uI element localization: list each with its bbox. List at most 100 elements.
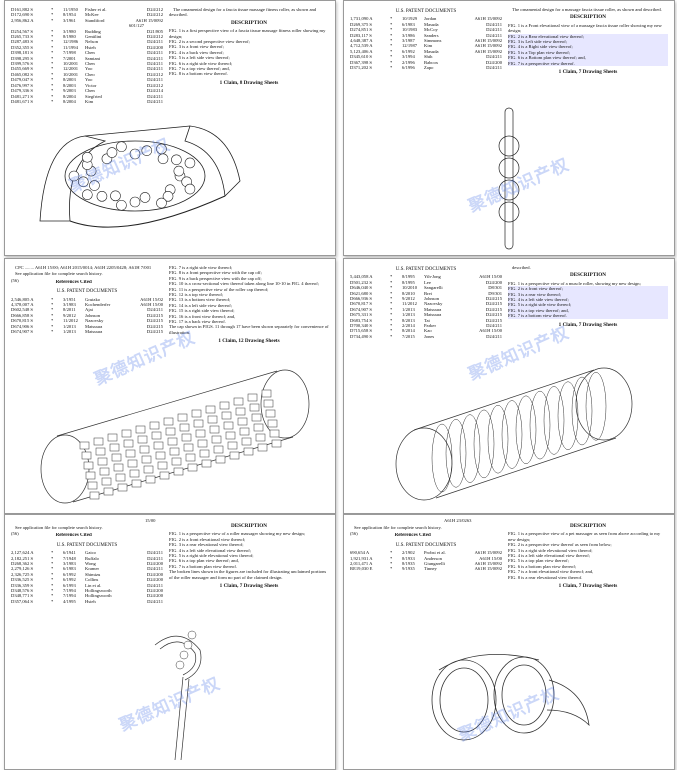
description-heading: DESCRIPTION <box>569 523 607 529</box>
figure-description: FIG. 16 is a front view thereof; and, <box>169 313 236 319</box>
patent-page-2: U.S. PATENT DOCUMENTS 1,731,090 A*10/192… <box>343 0 675 256</box>
figure-description: FIG. 5 is a Top plan view thereof; <box>508 49 668 56</box>
figure-description: FIG. 1 is a perspective view of a pet ma… <box>508 531 661 542</box>
figure-description: FIG. 4 is a back view thereof; <box>169 49 224 55</box>
figure-description: FIG. 5 is a top plan view thereof; <box>508 558 569 564</box>
intro-text: The ornamental design for a massage fasc… <box>512 7 662 12</box>
pet-massager-drawing <box>431 653 590 741</box>
intro-text: The ornamental design for a fascia tissu… <box>169 7 317 18</box>
section-heading: U.S. PATENT DOCUMENTS <box>395 9 457 14</box>
description-heading: DESCRIPTION <box>569 272 607 279</box>
section-number: (56) <box>11 531 19 537</box>
figure-description: FIG. 9 is a back perspective view with t… <box>169 275 262 281</box>
figure-description: FIG. 7 is a right side view thereof; <box>169 265 233 270</box>
figure-description: FIG. 4 is a left side elevational view t… <box>169 547 252 553</box>
figure-description: FIG. 3 is a right side elevational view … <box>508 547 593 553</box>
figure-description: FIG. 2 is a second perspective view ther… <box>169 39 250 45</box>
description-column: described. DESCRIPTION FIG. 1 is a persp… <box>508 265 668 328</box>
figure-description: FIG. 17 is a back view thereof. <box>169 319 226 325</box>
figure-description: FIG. 6 is a top plan view thereof; and, <box>169 558 239 564</box>
figure-description: The broken lines shown in the figures ar… <box>169 569 327 580</box>
figure-description: FIG. 7 is a top view thereof; and, <box>169 66 230 72</box>
figure-description: FIG. 5 is a right side elevational view … <box>169 553 254 559</box>
hook-massager-drawing <box>154 630 202 761</box>
figure-description: FIG. 3 is a rear view thereof; <box>508 291 668 298</box>
figure-description: FIG. 6 is a Bottom plan view thereof; an… <box>508 55 668 61</box>
figure-description: FIG. 7 is a bottom plan view thereof. <box>169 563 238 569</box>
claim-line: 1 Claim, 12 Drawing Sheets <box>218 338 280 345</box>
top-code: 15/00 <box>145 518 156 523</box>
stick-roller-drawing <box>498 107 520 250</box>
reference-list: See application file for complete search… <box>350 525 502 572</box>
figure-list: FIG. 1 is a first perspective view of a … <box>169 28 329 77</box>
figure-description: FIG. 4 is a Right side view thereof; <box>508 44 668 50</box>
claim-line: 1 Claim, 7 Drawing Sheets <box>219 583 279 590</box>
figure-description: FIG. 2 is a front elevational view there… <box>169 536 246 542</box>
references-cited: References Cited <box>55 279 92 285</box>
figure-description: FIG. 4 is a left side elevational view t… <box>508 553 591 559</box>
reference-list: U.S. PATENT DOCUMENTS 5,443,058 A*8/1995… <box>350 265 502 339</box>
figure-description: FIG. 5 is a left side view thereof; <box>169 55 230 61</box>
patent-page-5: 15/00 See application file for complete … <box>4 514 336 770</box>
description-heading: DESCRIPTION <box>230 523 268 529</box>
claim-line: 1 Claim, 8 Drawing Sheets <box>219 79 279 86</box>
figure-description: FIG. 6 is a bottom plan view thereof; <box>508 563 577 569</box>
description-column: The ornamental design for a fascia tissu… <box>169 7 329 86</box>
section-heading: U.S. PATENT DOCUMENTS <box>395 267 457 272</box>
see-application: See application file for complete search… <box>15 525 103 530</box>
description-column: DESCRIPTION FIG. 1 is a perspective view… <box>169 521 329 589</box>
figure-description: FIG. 1 is a perspective view of a muscle… <box>508 280 641 286</box>
section-number: (56) <box>11 277 19 283</box>
reference-list: See application file for complete search… <box>11 525 163 604</box>
figure-list: FIG. 1 is a perspective view of a roller… <box>169 531 329 580</box>
figure-description: FIG. 3 is a rear elevational view thereo… <box>169 542 244 548</box>
figure-list: FIG. 7 is a right side view thereof; FIG.… <box>169 265 329 335</box>
figure-description: FIG. 8 is a bottom view thereof. <box>169 71 228 77</box>
section-heading: U.S. PATENT DOCUMENTS <box>56 542 118 548</box>
patent-page-6: A61H 23/0263 See application file for co… <box>343 514 675 770</box>
figure-description: FIG. 1 is a perspective view of a roller… <box>169 531 305 537</box>
textured-roller-drawing <box>40 369 310 504</box>
section-number: (56) <box>350 531 358 537</box>
patent-page-4: U.S. PATENT DOCUMENTS 5,443,058 A*8/1995… <box>343 258 675 514</box>
figure-description: FIG. 3 is Left side view thereof; <box>508 39 668 45</box>
figure-description: FIG. 4 is a left side view thereof; <box>508 297 668 303</box>
